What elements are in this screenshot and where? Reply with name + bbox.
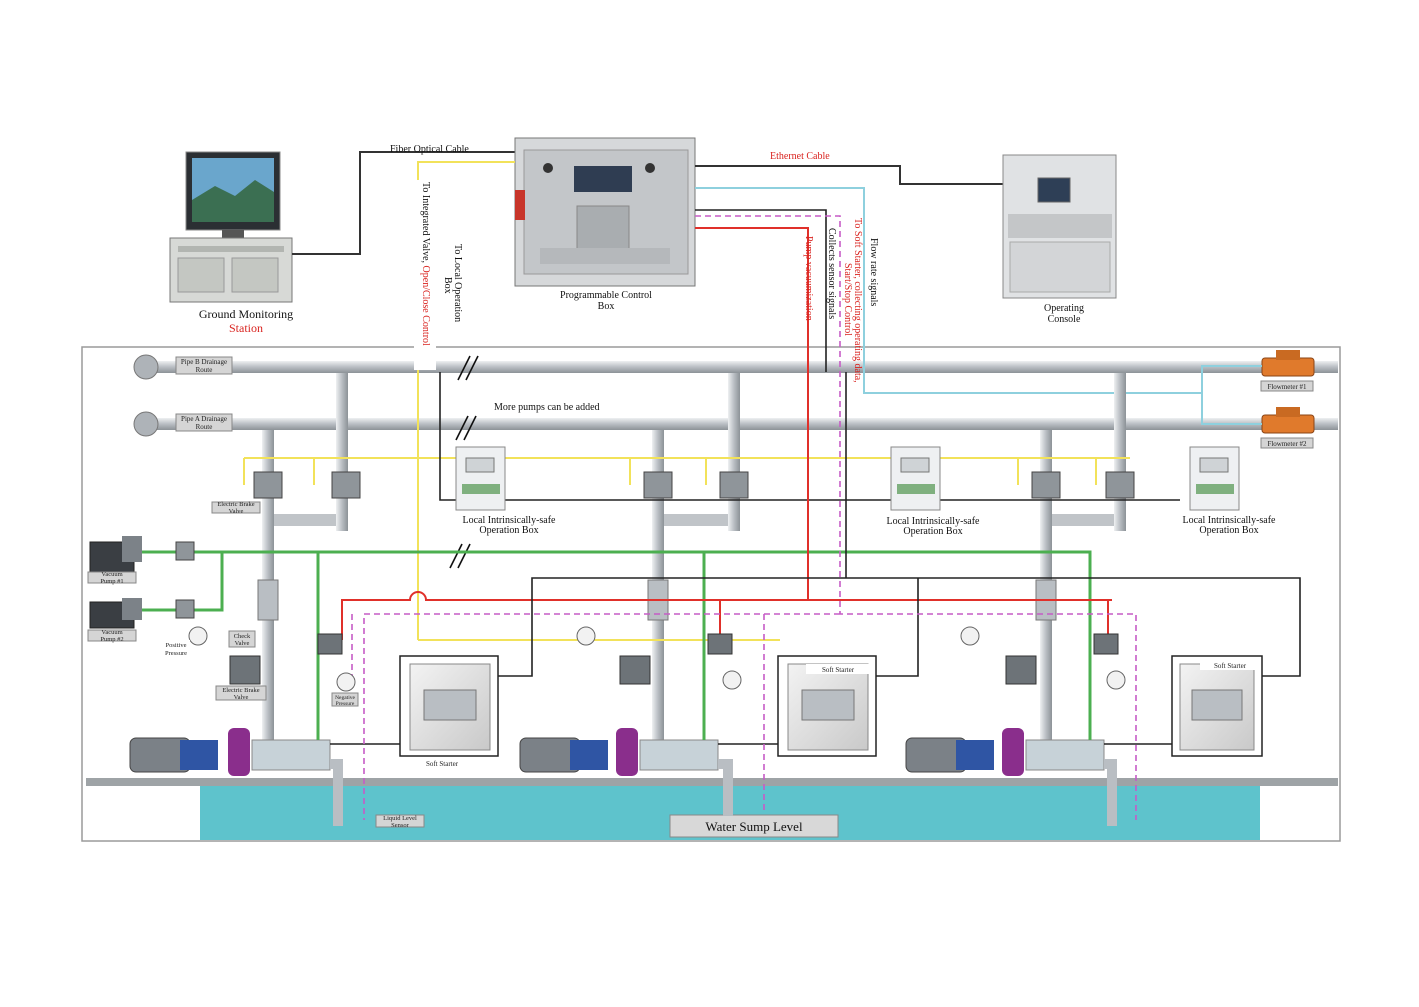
brake-valve-bottom-tag-2: Valve <box>234 694 249 701</box>
vacuum-pump-2-tag-2: Pump #2 <box>100 636 123 643</box>
pressure-gauges <box>188 626 1126 692</box>
plc-display <box>574 166 632 192</box>
vacuum-valve-2 <box>175 599 195 619</box>
suction-pipe-2 <box>718 759 733 816</box>
flow-rate-label: Flow rate signals <box>868 238 879 306</box>
soft-starter-3-tag: Soft Starter <box>1214 662 1247 670</box>
ethernet-cable <box>695 165 1003 185</box>
local-box-2-line2: Operation Box <box>903 526 962 537</box>
monitor-screen-landscape <box>192 180 274 222</box>
local-box-1-line1: Local Intrinsically-safe <box>462 515 556 526</box>
water-sump-label: Water Sump Level <box>705 819 803 834</box>
power-line-red <box>341 227 1112 640</box>
programmable-control-box <box>514 137 696 287</box>
control-line-yellow-drops <box>243 457 1097 485</box>
plc-label-2: Box <box>598 301 615 312</box>
soft-starter-route-label-1: To Soft Starter, collecting operating da… <box>852 218 863 383</box>
vacuum-valve-1 <box>175 541 195 561</box>
ground-station-label-2: Station <box>229 321 263 335</box>
integrated-valve-label: To Integrated Valve, Open/Close Control <box>420 182 431 346</box>
plc-label-1: Programmable Control <box>560 290 652 301</box>
break-marks <box>449 355 479 569</box>
vacuum-pump-1-tag-2: Pump #1 <box>100 578 123 585</box>
vacuum-pump-1 <box>89 536 142 573</box>
ground-monitoring-station <box>169 151 293 303</box>
ground-station-label-1: Ground Monitoring <box>199 307 293 321</box>
pipe-b-header <box>140 361 1338 373</box>
flowmeter-1-tag: Flowmeter #1 <box>1267 383 1307 391</box>
local-operation-box-3 <box>1189 446 1240 511</box>
negative-pressure-tag-1: Negative <box>335 695 355 701</box>
suction-pipe-1 <box>330 759 343 826</box>
soft-starter-2-tag: Soft Starter <box>822 666 855 674</box>
brake-valve-top-tag-1: Electric Brake <box>217 501 254 508</box>
console-screen <box>1037 177 1071 203</box>
floor-slab <box>86 778 1338 786</box>
local-box-3-line2: Operation Box <box>1199 525 1258 536</box>
local-operation-box-2 <box>890 446 941 511</box>
local-box-1-line2: Operation Box <box>479 525 538 536</box>
vacuum-pump-1-tag-1: Vacuum <box>101 571 122 578</box>
integrated-valve-label-red: Open/Close Control <box>420 266 431 346</box>
sensor-line-magenta <box>351 215 1137 820</box>
pipe-b-tag-1: Pipe B Drainage <box>181 358 227 366</box>
local-box-2-line1: Local Intrinsically-safe <box>886 516 980 527</box>
water-sump-label-box <box>669 814 839 838</box>
soft-starter-3 <box>1171 655 1263 757</box>
monitor-stand <box>222 230 244 238</box>
vacuum-pump-2-tag-1: Vacuum <box>101 629 122 636</box>
level-sensor-tag-2: Sensor <box>391 822 410 829</box>
soft-starter-route-label-2: Start/Stop Control <box>842 263 853 336</box>
brake-valve-bottom-tag-1: Electric Brake <box>222 687 259 694</box>
vacuum-pump-2 <box>89 598 142 629</box>
positive-pressure-tag-2: Pressure <box>165 650 187 657</box>
more-pumps-label: More pumps can be added <box>494 402 600 413</box>
flowmeter-2-tag: Flowmeter #2 <box>1267 440 1307 448</box>
local-box-route-label-2: Box <box>442 277 453 294</box>
positive-pressure-tag-1: Positive <box>166 642 187 649</box>
pump-vacuum-label: Pump vacuumization <box>803 236 814 321</box>
ethernet-cable-label: Ethernet Cable <box>770 151 830 162</box>
soft-starter-1-tag: Soft Starter <box>426 760 459 768</box>
integrated-valve-label-black: To Integrated Valve, <box>420 182 431 266</box>
pipe-b-tag-2: Route <box>196 366 213 374</box>
fiber-cable-label: Fiber Optical Cable <box>390 144 469 155</box>
negative-pressure-tag-2: Pressure <box>336 701 355 707</box>
suction-pipe-3 <box>1104 759 1117 826</box>
check-valve-tag-2: Valve <box>235 640 250 647</box>
soft-starter-line <box>330 209 1301 745</box>
flow-rate-signal-line <box>695 187 1262 425</box>
fiber-optical-cable <box>292 151 515 255</box>
console-label-1: Operating <box>1044 303 1084 314</box>
brake-valve-top-tag-2: Valve <box>229 508 244 515</box>
level-sensor-tag-1: Liquid Level <box>383 815 417 822</box>
operating-console <box>1002 154 1117 299</box>
pipe-a-tag-1: Pipe A Drainage <box>181 415 227 423</box>
console-label-2: Console <box>1048 314 1081 325</box>
check-valve-tag-1: Check <box>234 633 251 640</box>
local-box-3-line1: Local Intrinsically-safe <box>1182 515 1276 526</box>
collects-sensor-label: Collects sensor signals <box>826 228 837 319</box>
pipe-a-tag-2: Route <box>196 423 213 431</box>
soft-starter-1 <box>399 655 499 757</box>
local-operation-box-1 <box>455 446 506 511</box>
local-box-route-label-1: To Local Operation <box>452 244 463 322</box>
electric-brake-valves-bottom <box>229 633 1119 685</box>
vacuum-line-green <box>142 550 1092 740</box>
electric-brake-valves-top <box>253 471 1135 499</box>
